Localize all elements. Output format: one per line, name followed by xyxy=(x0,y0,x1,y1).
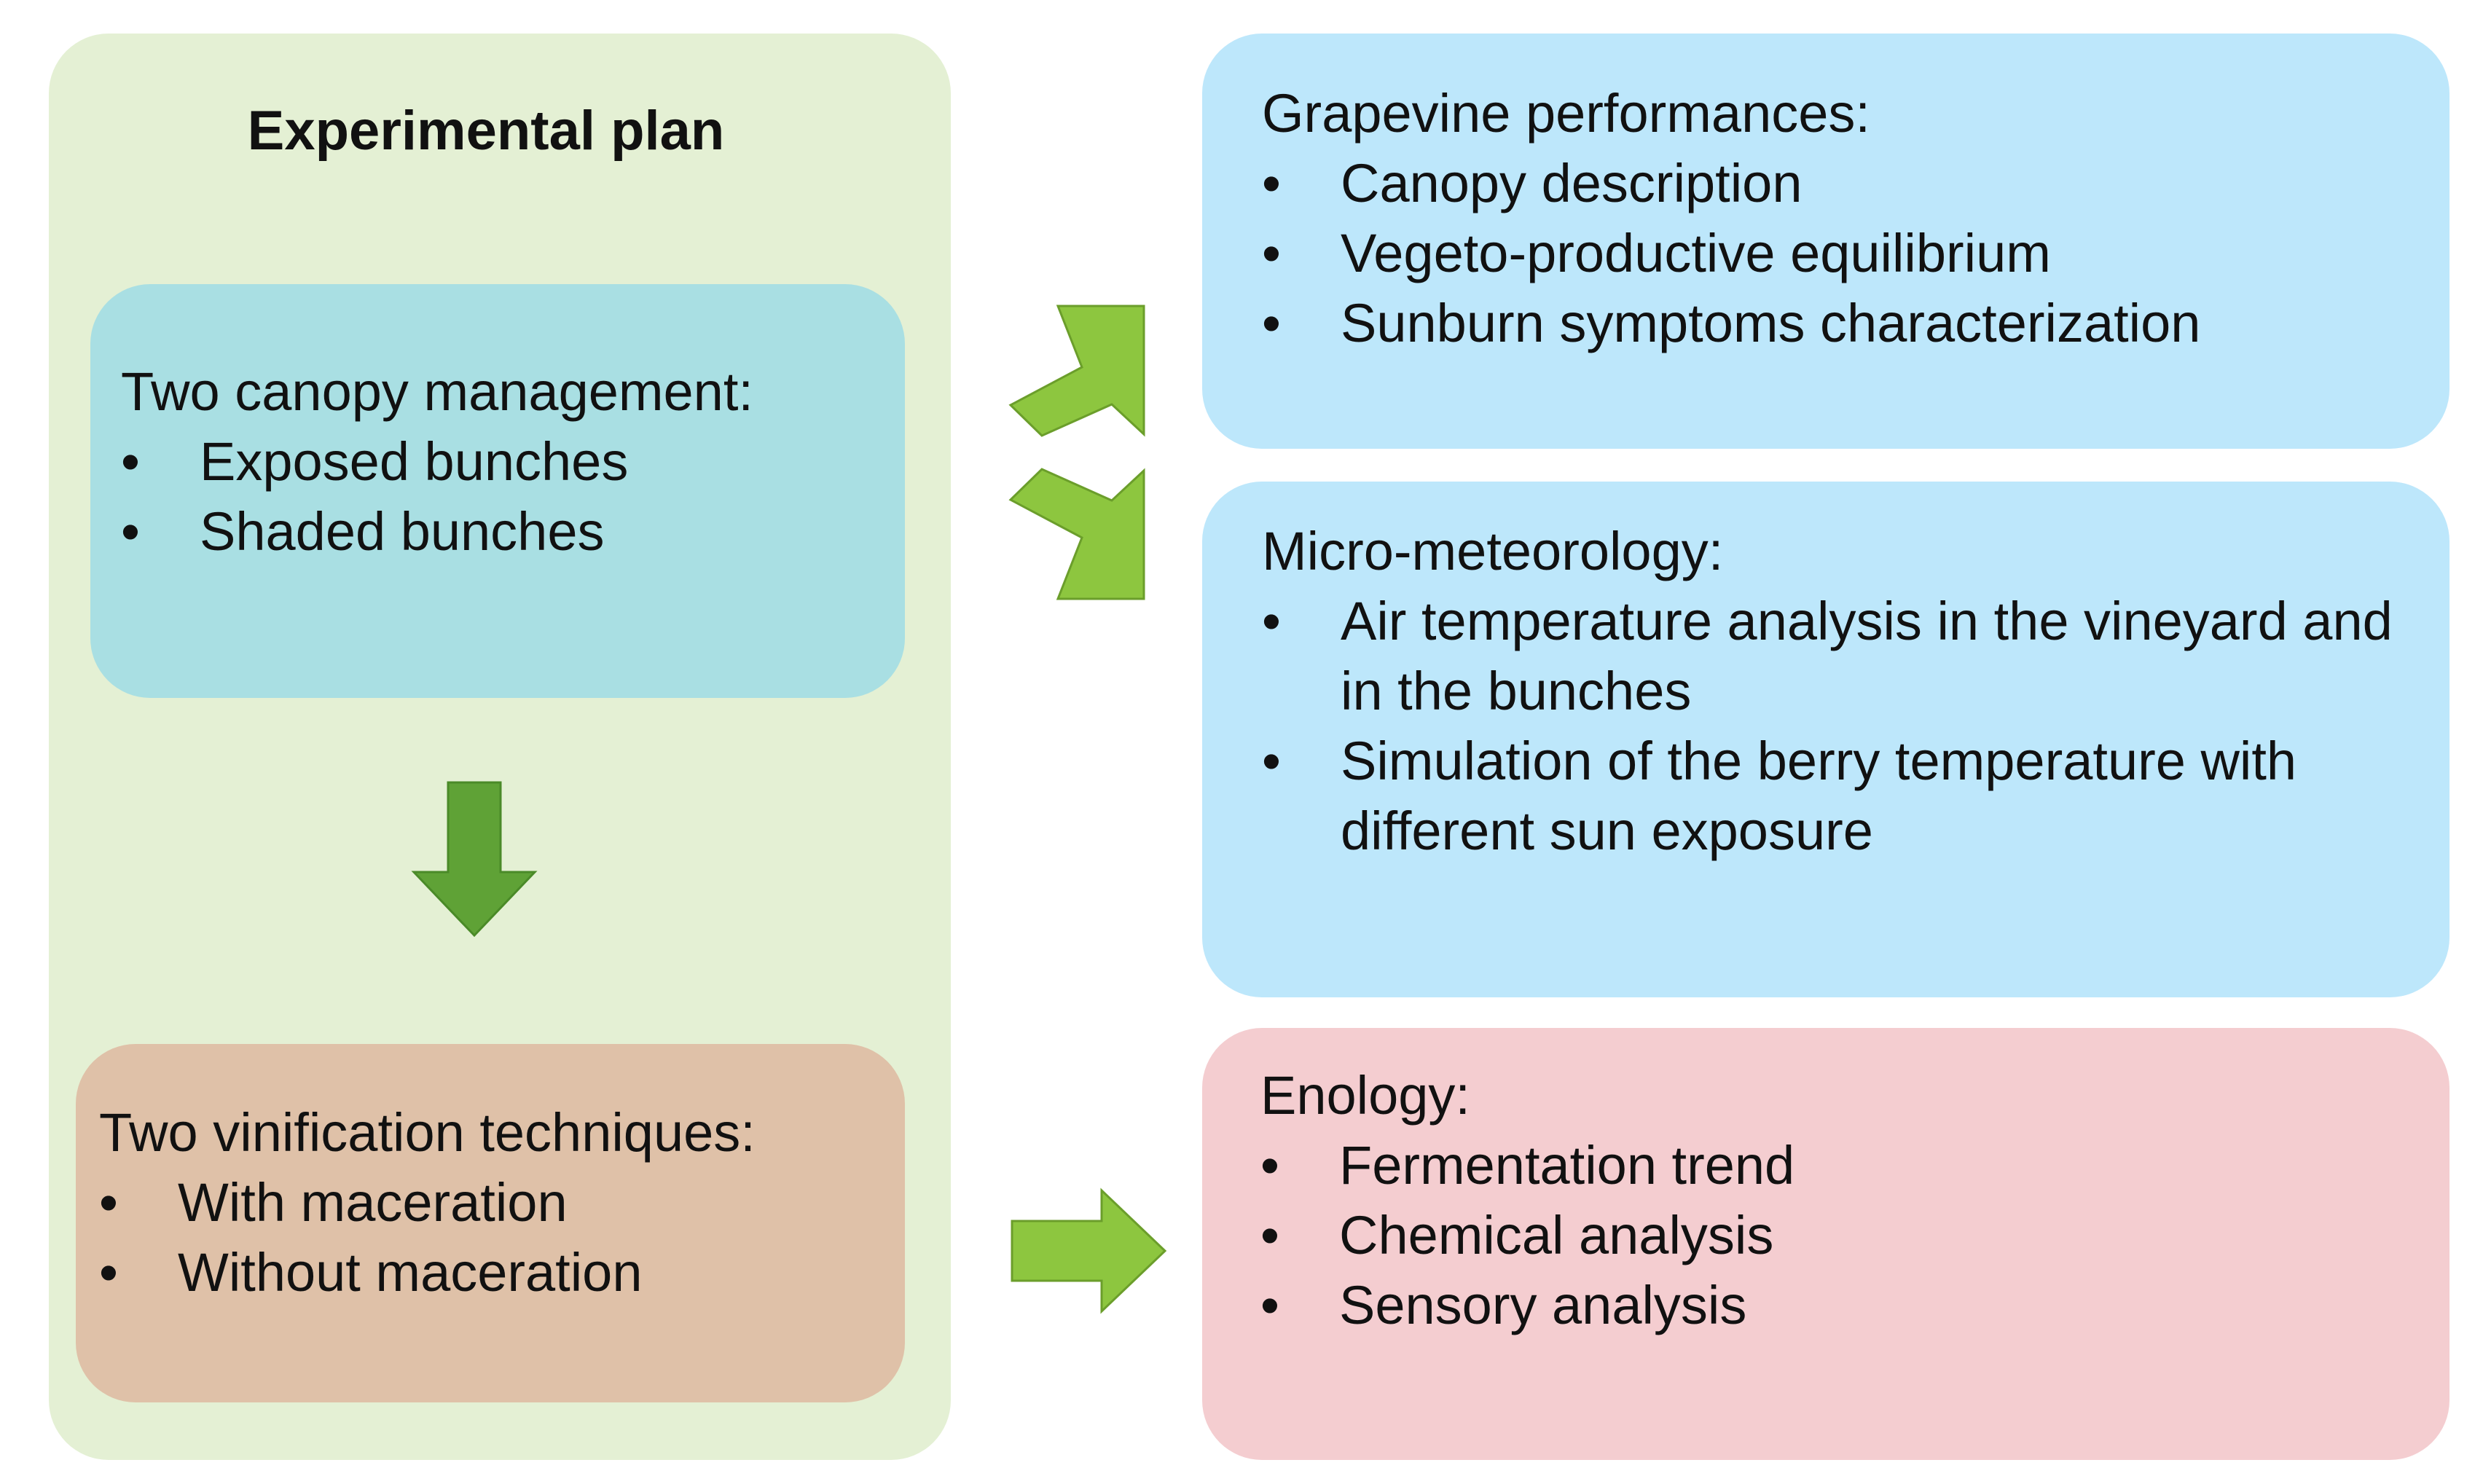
vinification-item: Without maceration xyxy=(99,1238,756,1308)
grapevine-item: Vegeto-productive equilibrium xyxy=(1262,219,2428,288)
micro-heading: Micro-meteorology: xyxy=(1262,521,1724,581)
micro-item: Air temperature analysis in the vineyard… xyxy=(1262,586,2428,726)
arrow-up-right-icon xyxy=(1008,305,1145,437)
canopy-item: Exposed bunches xyxy=(121,427,753,497)
grapevine-item: Canopy description xyxy=(1262,149,2428,219)
canopy-management-box: Two canopy management: Exposed bunches S… xyxy=(90,284,905,698)
enology-list: Fermentation trend Chemical analysis Sen… xyxy=(1260,1131,2426,1340)
grapevine-performances-box: Grapevine performances: Canopy descripti… xyxy=(1202,34,2449,449)
micro-item: Simulation of the berry temperature with… xyxy=(1262,726,2428,866)
canopy-item: Shaded bunches xyxy=(121,497,753,567)
enology-item: Sensory analysis xyxy=(1260,1271,2426,1340)
canopy-heading: Two canopy management: xyxy=(121,361,753,422)
enology-item: Chemical analysis xyxy=(1260,1201,2426,1271)
vinification-techniques-box: Two vinification techniques: With macera… xyxy=(76,1044,905,1402)
canopy-list: Exposed bunches Shaded bunches xyxy=(121,427,753,567)
vinification-item: With maceration xyxy=(99,1168,756,1238)
enology-item: Fermentation trend xyxy=(1260,1131,2426,1201)
plan-title: Experimental plan xyxy=(247,100,725,162)
arrow-down-icon xyxy=(411,781,538,938)
enology-box: Enology: Fermentation trend Chemical ana… xyxy=(1202,1028,2449,1460)
grapevine-item: Sunburn symptoms characterization xyxy=(1262,288,2428,358)
vinification-list: With maceration Without maceration xyxy=(99,1168,756,1308)
arrow-down-right-icon xyxy=(1008,468,1145,600)
arrow-right-icon xyxy=(1011,1187,1167,1314)
micro-list: Air temperature analysis in the vineyard… xyxy=(1262,586,2428,866)
grapevine-list: Canopy description Vegeto-productive equ… xyxy=(1262,149,2428,358)
vinification-heading: Two vinification techniques: xyxy=(99,1102,756,1163)
enology-heading: Enology: xyxy=(1260,1065,1470,1126)
grapevine-heading: Grapevine performances: xyxy=(1262,83,1870,144)
micro-meteorology-box: Micro-meteorology: Air temperature analy… xyxy=(1202,482,2449,997)
